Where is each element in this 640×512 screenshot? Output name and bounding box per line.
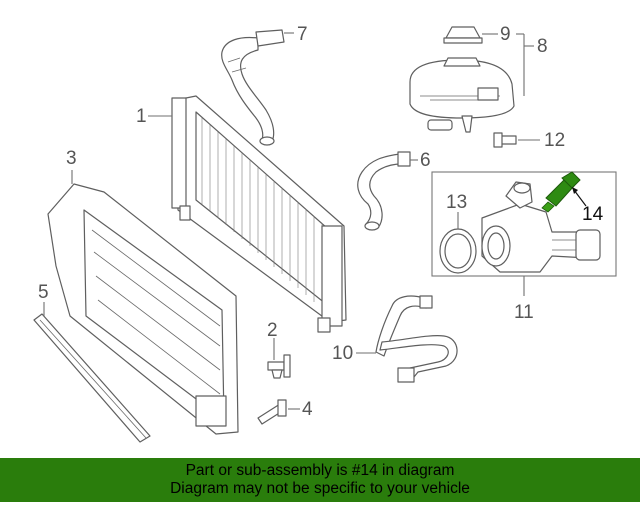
callout-10: 10 — [332, 343, 353, 364]
callout-3: 3 — [66, 148, 77, 169]
push-pin — [267, 354, 291, 379]
callout-2: 2 — [267, 320, 278, 341]
callout-5: 5 — [38, 282, 49, 303]
banner-line-1: Part or sub-assembly is #14 in diagram — [185, 462, 455, 479]
parts-diagram: 7 9 8 12 — [33, 24, 617, 443]
thermostat-housing — [481, 181, 601, 273]
upper-radiator-hose — [221, 29, 285, 146]
bolt-12 — [493, 132, 517, 148]
coolant-reservoir — [409, 57, 515, 133]
banner-line-2: Diagram may not be specific to your vehi… — [170, 480, 470, 497]
fan-shroud — [47, 183, 239, 435]
radiator — [171, 95, 347, 333]
coolant-temperature-sensor — [541, 171, 581, 213]
callout-11: 11 — [514, 302, 534, 323]
callout-9: 9 — [500, 24, 511, 45]
callout-12: 12 — [544, 130, 565, 151]
bypass-hose — [375, 295, 458, 383]
reservoir-cap — [443, 26, 483, 44]
bolt-4 — [257, 399, 287, 425]
callout-7: 7 — [297, 24, 308, 45]
callout-8: 8 — [537, 36, 548, 57]
callout-4: 4 — [302, 399, 313, 420]
callout-1: 1 — [136, 106, 147, 127]
lower-radiator-hose — [357, 151, 411, 231]
callout-13: 13 — [446, 192, 467, 213]
callout-6: 6 — [420, 150, 431, 171]
gasket-o-ring — [439, 228, 477, 274]
seal-strip — [33, 313, 151, 443]
part-info-banner: Part or sub-assembly is #14 in diagram D… — [0, 458, 640, 502]
callout-14: 14 — [582, 204, 604, 225]
